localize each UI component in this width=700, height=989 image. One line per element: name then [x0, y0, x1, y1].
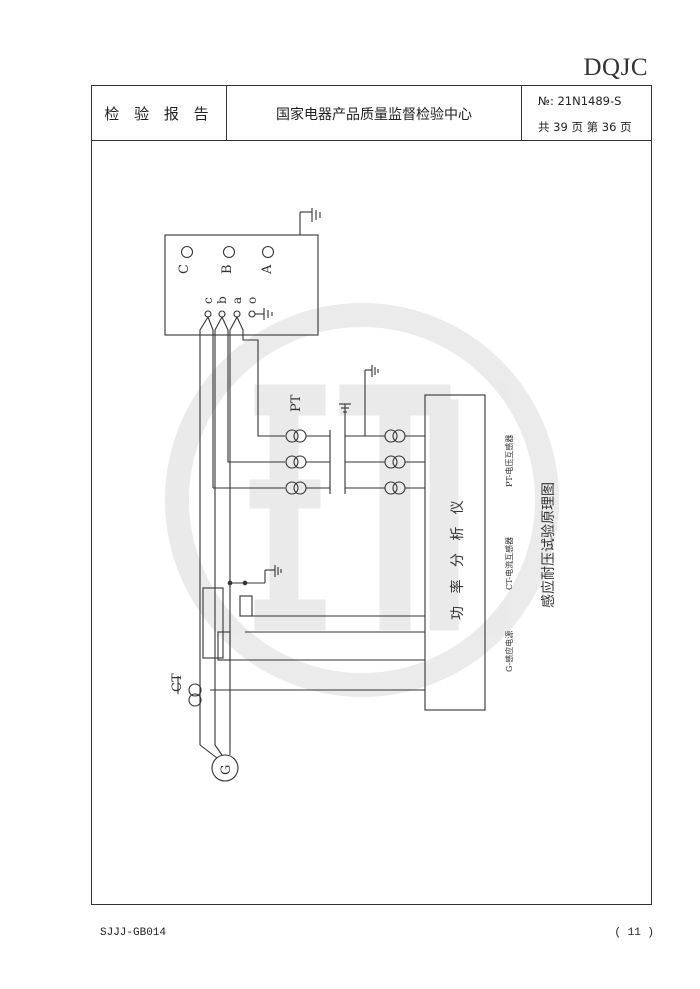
- report-number: №: 21N1489-S: [538, 94, 622, 108]
- report-header: 检 验 报 告 国家电器产品质量监督检验中心 №: 21N1489-S 共 39…: [92, 86, 651, 141]
- power-analyzer-box: [424, 394, 486, 711]
- terminal-label-c-lower: c: [201, 297, 215, 304]
- report-frame: 检 验 报 告 国家电器产品质量监督检验中心 №: 21N1489-S 共 39…: [91, 85, 652, 905]
- form-code: SJJJ-GB014: [100, 927, 167, 939]
- document-code: DQJC: [583, 54, 648, 81]
- generator-terminal-box: [164, 234, 319, 336]
- terminal-label-c-upper: C: [177, 264, 192, 274]
- generator-label: G: [219, 765, 234, 775]
- terminal-label-b-upper: B: [220, 264, 235, 274]
- watermark-seal: [165, 303, 559, 697]
- generator-symbol: [211, 754, 239, 782]
- power-analyzer-label: 功 率 分 析 仪: [449, 496, 466, 620]
- terminal-label-a-upper: A: [260, 264, 275, 275]
- organization-name: 国家电器产品质量监督检验中心: [276, 107, 472, 123]
- page-count: 共 39 页 第 36 页: [538, 120, 632, 134]
- terminal-label-o-lower: o: [245, 297, 259, 304]
- pt-label: PT: [289, 394, 304, 412]
- terminal-label-a-lower: a: [230, 297, 244, 304]
- header-title-cell: 检 验 报 告: [92, 86, 227, 140]
- legend-ct: CT-电流互感器: [504, 537, 514, 590]
- terminal-label-b-lower: b: [215, 296, 229, 304]
- legend-g: G-感应电源: [504, 631, 514, 672]
- header-number-cell: №: 21N1489-S 共 39 页 第 36 页: [522, 86, 653, 140]
- header-organization-cell: 国家电器产品质量监督检验中心: [227, 86, 522, 140]
- pt-transformer-group: [285, 429, 406, 495]
- legend-pt: PT-电压互感器: [504, 435, 514, 487]
- page-number: ( 11 ): [614, 927, 654, 939]
- ct-label: CT: [170, 673, 185, 692]
- diagram-title: 感应耐压试验原理图: [540, 482, 557, 608]
- report-title: 检 验 报 告: [104, 105, 214, 123]
